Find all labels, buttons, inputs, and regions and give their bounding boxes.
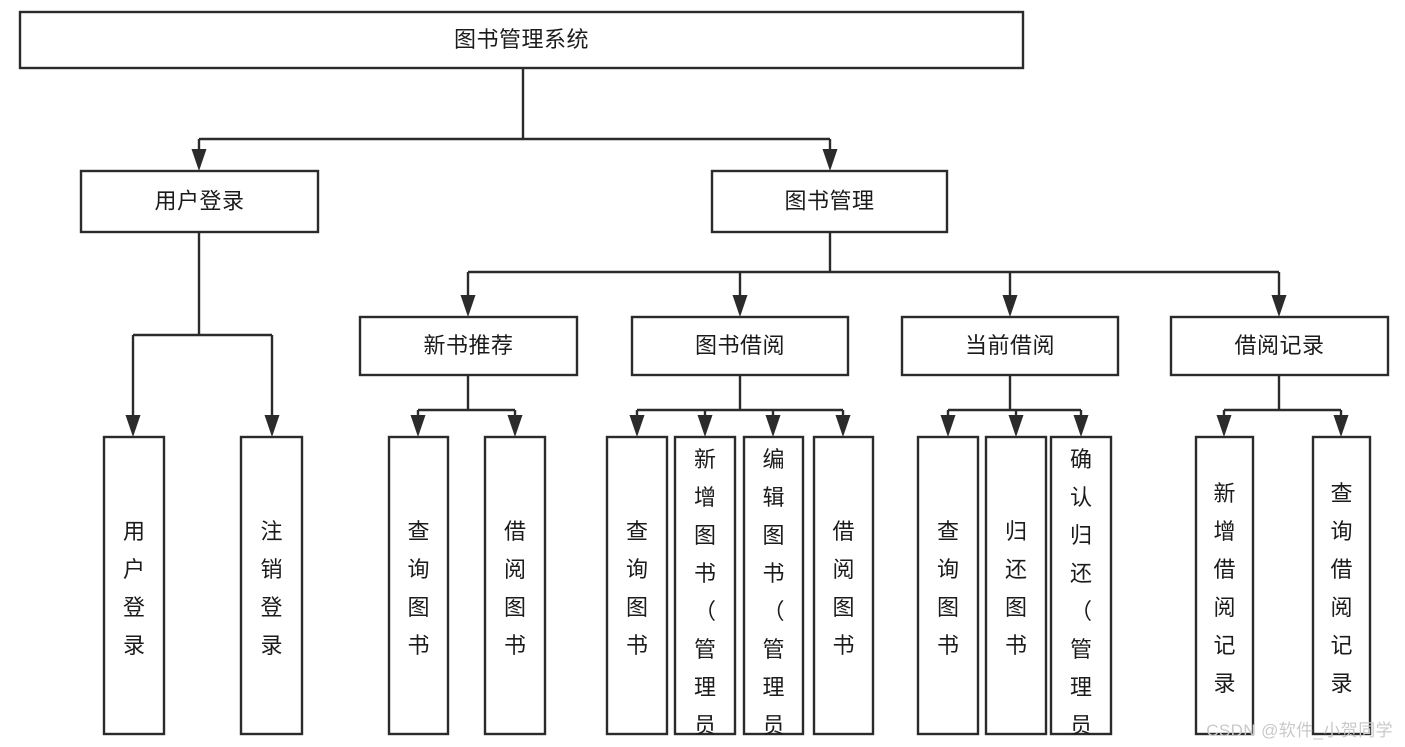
node-leaf-user-login-label: 用户登录 <box>123 519 145 658</box>
node-leaf-query-book-2-box[interactable] <box>605 435 669 736</box>
node-root-system[interactable]: 图书管理系统 <box>18 10 1025 70</box>
nodes-layer: 图书管理系统用户登录图书管理新书推荐图书借阅当前借阅借阅记录用户登录注销登录查询… <box>18 10 1390 747</box>
node-leaf-add-book[interactable]: 新增图书（管理员） <box>673 435 737 747</box>
node-leaf-query-book-2[interactable]: 查询图书 <box>605 435 669 736</box>
node-leaf-edit-book-label: 编辑图书（管理员） <box>762 447 784 747</box>
arrow-down-icon <box>1271 295 1287 317</box>
node-book-manage-box[interactable] <box>710 169 949 234</box>
node-user-login-label: 用户登录 <box>154 188 244 213</box>
node-leaf-return-book-label: 归还图书 <box>1005 519 1027 658</box>
node-book-manage[interactable]: 图书管理 <box>710 169 949 234</box>
node-borrow-record[interactable]: 借阅记录 <box>1169 315 1390 377</box>
node-current-borrow-box[interactable] <box>900 315 1120 377</box>
arrow-down-icon <box>125 415 141 437</box>
node-leaf-query-book-3-label: 查询图书 <box>937 519 959 658</box>
node-leaf-return-book-box[interactable] <box>984 435 1048 736</box>
node-leaf-query-book-3-box[interactable] <box>916 435 980 736</box>
node-leaf-return-book[interactable]: 归还图书 <box>984 435 1048 736</box>
node-book-borrow-label: 图书借阅 <box>695 333 785 358</box>
node-leaf-add-record-label: 新增借阅记录 <box>1213 481 1235 696</box>
arrow-down-icon <box>1002 295 1018 317</box>
arrow-down-icon <box>410 415 426 437</box>
arrow-down-icon <box>1073 415 1089 437</box>
node-leaf-confirm-return-label: 确认归还（管理员） <box>1070 447 1092 747</box>
node-leaf-edit-book[interactable]: 编辑图书（管理员） <box>742 435 805 747</box>
node-leaf-borrow-book-2[interactable]: 借阅图书 <box>812 435 875 736</box>
arrow-down-icon <box>1216 415 1232 437</box>
node-leaf-query-book-3[interactable]: 查询图书 <box>916 435 980 736</box>
arrow-down-icon <box>940 415 956 437</box>
node-leaf-user-login[interactable]: 用户登录 <box>102 435 166 736</box>
node-current-borrow-label: 当前借阅 <box>965 333 1055 358</box>
node-new-book-recommend[interactable]: 新书推荐 <box>358 315 579 377</box>
node-current-borrow[interactable]: 当前借阅 <box>900 315 1120 377</box>
node-leaf-query-record-label: 查询借阅记录 <box>1330 481 1352 696</box>
node-book-manage-label: 图书管理 <box>784 188 874 213</box>
arrow-down-icon <box>1008 415 1024 437</box>
arrow-down-icon <box>765 415 781 437</box>
node-leaf-query-record[interactable]: 查询借阅记录 <box>1311 435 1372 736</box>
node-book-borrow-box[interactable] <box>630 315 850 377</box>
node-leaf-add-record-box[interactable] <box>1194 435 1255 736</box>
node-leaf-add-book-box[interactable] <box>673 435 737 736</box>
arrow-down-icon <box>629 415 645 437</box>
arrow-down-icon <box>697 415 713 437</box>
node-new-book-recommend-label: 新书推荐 <box>423 333 513 358</box>
node-leaf-query-book-1-label: 查询图书 <box>407 519 429 658</box>
arrow-down-icon <box>835 415 851 437</box>
node-leaf-user-logout[interactable]: 注销登录 <box>239 435 304 736</box>
arrow-down-icon <box>264 415 280 437</box>
arrow-down-icon <box>191 149 207 171</box>
node-leaf-add-record[interactable]: 新增借阅记录 <box>1194 435 1255 736</box>
node-user-login[interactable]: 用户登录 <box>79 169 320 234</box>
node-leaf-confirm-return[interactable]: 确认归还（管理员） <box>1049 435 1113 747</box>
node-leaf-add-book-label: 新增图书（管理员） <box>694 447 716 747</box>
node-book-borrow[interactable]: 图书借阅 <box>630 315 850 377</box>
node-leaf-user-login-box[interactable] <box>102 435 166 736</box>
node-root-system-label: 图书管理系统 <box>454 27 589 52</box>
node-leaf-query-book-1[interactable]: 查询图书 <box>387 435 450 736</box>
node-leaf-query-book-2-label: 查询图书 <box>626 519 648 658</box>
arrow-down-icon <box>460 295 476 317</box>
node-leaf-confirm-return-box[interactable] <box>1049 435 1113 736</box>
node-leaf-borrow-book-1[interactable]: 借阅图书 <box>483 435 547 736</box>
node-leaf-query-record-box[interactable] <box>1311 435 1372 736</box>
node-leaf-borrow-book-1-box[interactable] <box>483 435 547 736</box>
node-new-book-recommend-box[interactable] <box>358 315 579 377</box>
arrow-down-icon <box>822 149 838 171</box>
arrow-down-icon <box>507 415 523 437</box>
node-leaf-borrow-book-1-label: 借阅图书 <box>504 519 526 658</box>
node-borrow-record-label: 借阅记录 <box>1234 333 1324 358</box>
node-leaf-user-logout-box[interactable] <box>239 435 304 736</box>
arrow-down-icon <box>732 295 748 317</box>
node-leaf-borrow-book-2-box[interactable] <box>812 435 875 736</box>
node-leaf-query-book-1-box[interactable] <box>387 435 450 736</box>
node-leaf-borrow-book-2-label: 借阅图书 <box>832 519 854 658</box>
node-leaf-edit-book-box[interactable] <box>742 435 805 736</box>
arrow-down-icon <box>1333 415 1349 437</box>
connectors-layer <box>125 68 1349 437</box>
node-user-login-box[interactable] <box>79 169 320 234</box>
node-root-system-box[interactable] <box>18 10 1025 70</box>
node-borrow-record-box[interactable] <box>1169 315 1390 377</box>
node-leaf-user-logout-label: 注销登录 <box>260 519 282 658</box>
